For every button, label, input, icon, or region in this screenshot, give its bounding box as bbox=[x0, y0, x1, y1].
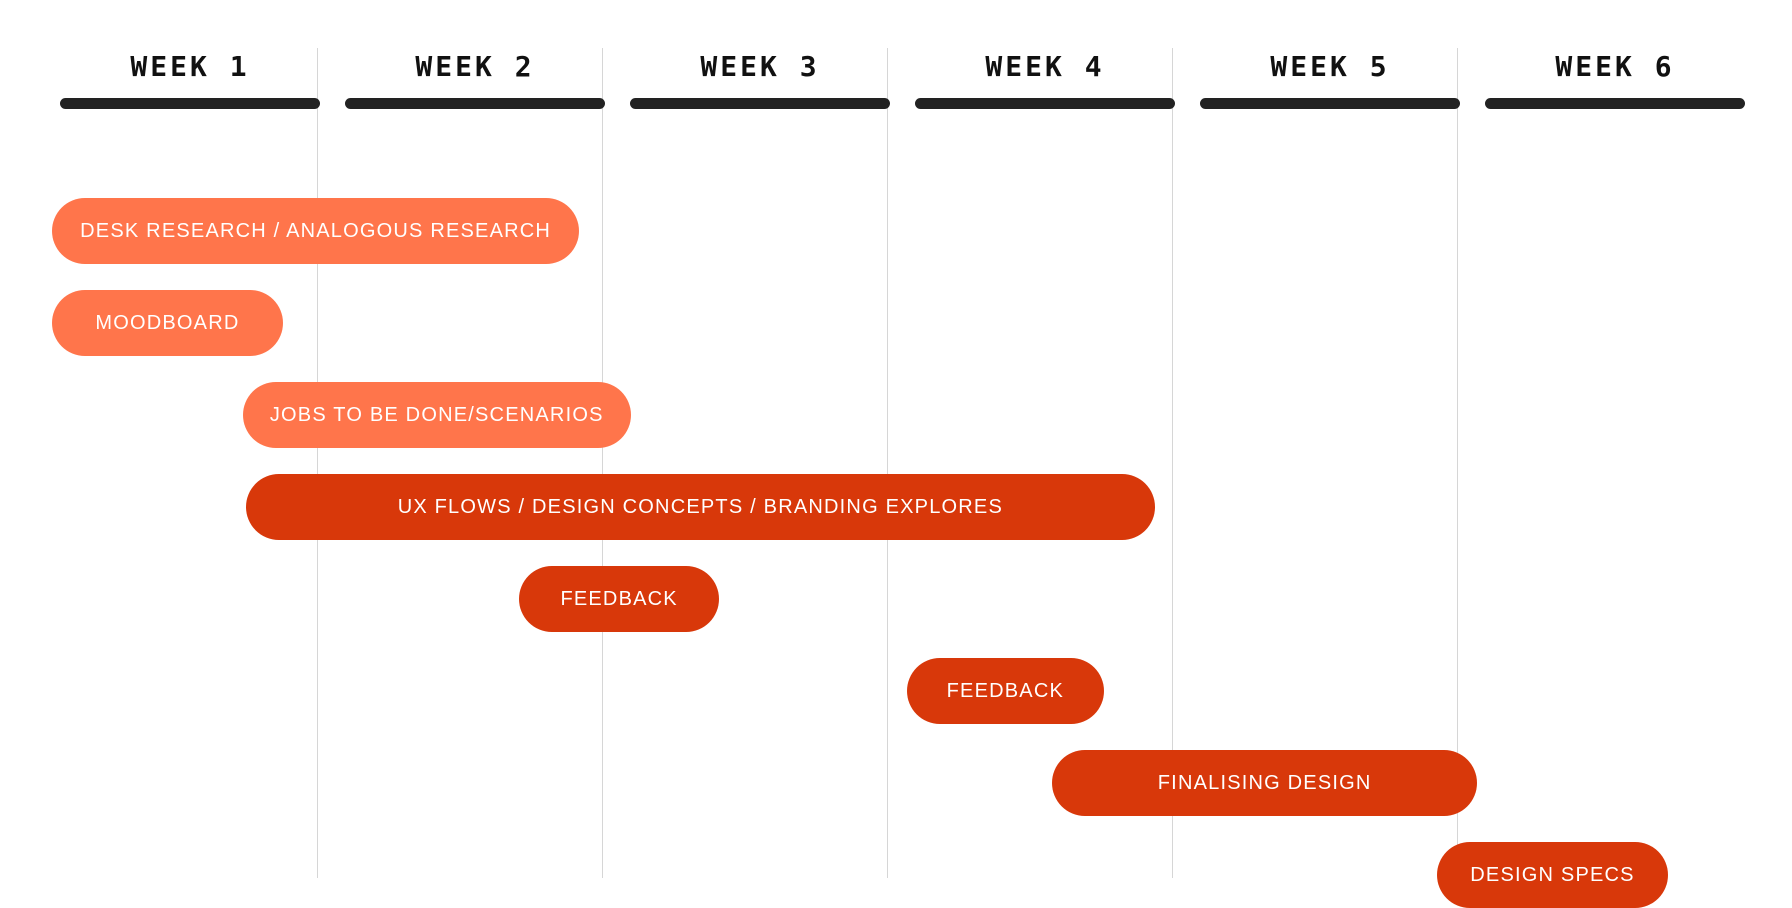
week-divider bbox=[1457, 48, 1458, 878]
task-bar-design-specs: DESIGN SPECS bbox=[1437, 842, 1668, 908]
week-divider bbox=[1172, 48, 1173, 878]
week-divider bbox=[317, 48, 318, 878]
week-header-6: WEEK 6 bbox=[1555, 50, 1675, 83]
week-divider bbox=[887, 48, 888, 878]
task-bar-feedback: FEEDBACK bbox=[519, 566, 719, 632]
week-header-2: WEEK 2 bbox=[415, 50, 535, 83]
week-rule-2 bbox=[345, 98, 605, 109]
week-rule-5 bbox=[1200, 98, 1460, 109]
week-header-3: WEEK 3 bbox=[700, 50, 820, 83]
task-bar-ux-flows-design-concepts-branding-explores: UX FLOWS / DESIGN CONCEPTS / BRANDING EX… bbox=[245, 474, 1155, 540]
gantt-timeline: WEEK 1 WEEK 2 WEEK 3 WEEK 4 WEEK 5 WEEK 6 DES… bbox=[52, 48, 1745, 908]
task-bar-finalising-design: FINALISING DESIGN bbox=[1052, 750, 1477, 816]
task-bar-feedback: FEEDBACK bbox=[907, 658, 1104, 724]
week-rule-1 bbox=[60, 98, 320, 109]
task-bar-jobs-to-be-done-scenarios: JOBS TO BE DONE/SCENARIOS bbox=[242, 382, 631, 448]
task-bar-desk-research-analogous-research: DESK RESEARCH / ANALOGOUS RESEARCH bbox=[52, 198, 580, 264]
week-divider bbox=[602, 48, 603, 878]
week-rule-4 bbox=[915, 98, 1175, 109]
week-header-5: WEEK 5 bbox=[1270, 50, 1390, 83]
task-bar-moodboard: MOODBOARD bbox=[52, 290, 283, 356]
week-rule-6 bbox=[1485, 98, 1745, 109]
week-rule-3 bbox=[630, 98, 890, 109]
week-header-4: WEEK 4 bbox=[985, 50, 1105, 83]
week-header-1: WEEK 1 bbox=[130, 50, 250, 83]
